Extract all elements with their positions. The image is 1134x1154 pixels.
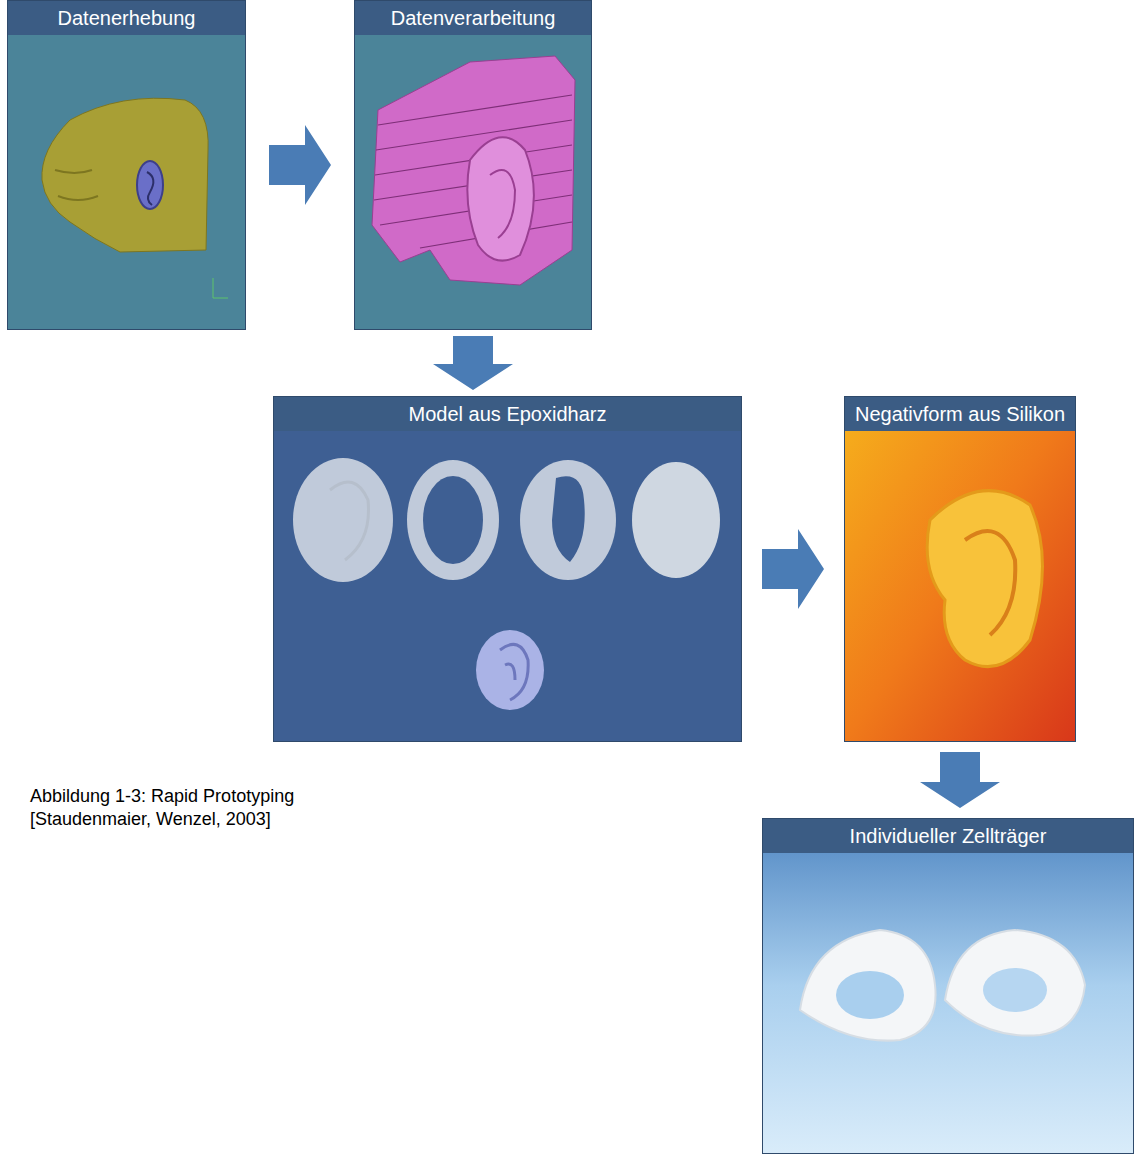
panel-header: Negativform aus Silikon [845, 397, 1075, 431]
process-panel: Model aus Epoxidharz [273, 396, 742, 742]
process-panel: Datenverarbeitung [354, 0, 592, 330]
cell-carrier-photo [762, 818, 1134, 1154]
silicone-mould [844, 396, 1076, 742]
panel-header: Individueller Zellträger [763, 819, 1133, 853]
process-panel: Negativform aus Silikon [844, 396, 1076, 742]
panel-header: Model aus Epoxidharz [274, 397, 741, 431]
flow-arrow [269, 125, 331, 205]
head-scan [7, 0, 246, 330]
figure-caption: Abbildung 1-3: Rapid Prototyping [Staude… [30, 785, 360, 830]
epoxy-parts-photo [273, 396, 742, 742]
flow-arrow [762, 529, 824, 609]
process-panel: Individueller Zellträger [762, 818, 1134, 1154]
process-panel: Datenerhebung [7, 0, 246, 330]
panel-header: Datenverarbeitung [355, 1, 591, 35]
panel-header: Datenerhebung [8, 1, 245, 35]
flow-arrow [433, 336, 513, 390]
mesh-model [354, 0, 592, 330]
flow-arrow [920, 752, 1000, 808]
